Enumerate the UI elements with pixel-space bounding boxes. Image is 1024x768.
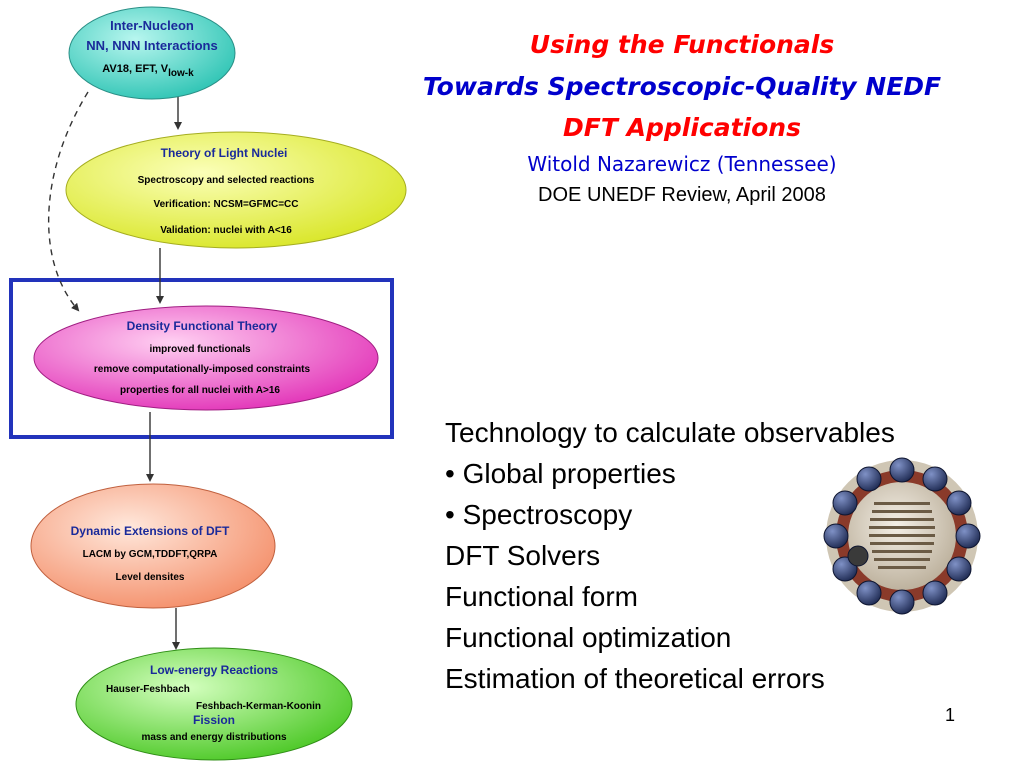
- list-heading: Technology to calculate observables: [445, 417, 895, 448]
- node-title: Dynamic Extensions of DFT: [71, 524, 230, 538]
- list-item: • Spectroscopy: [445, 499, 633, 530]
- node-subtitle: NN, NNN Interactions: [86, 38, 217, 53]
- node-light-nuclei: Theory of Light Nuclei Spectroscopy and …: [65, 131, 407, 249]
- node-line: Verification: NCSM=GFMC=CC: [153, 199, 298, 210]
- list-item: Estimation of theoretical errors: [445, 663, 825, 694]
- node-line: Feshbach-Kerman-Koonin: [196, 701, 321, 712]
- list-item: • Global properties: [445, 458, 676, 489]
- title-line-1: Using the Functionals: [529, 30, 835, 59]
- unedf-collaboration-logo-icon: [823, 457, 981, 615]
- list-item: Functional optimization: [445, 622, 732, 653]
- list-item: Functional form: [445, 581, 638, 612]
- node-title: Low-energy Reactions: [150, 663, 278, 677]
- node-line: Spectroscopy and selected reactions: [138, 175, 315, 186]
- node-fission-label: Fission: [193, 713, 235, 727]
- title-line-3: DFT Applications: [563, 113, 801, 142]
- slide-number: 1: [945, 705, 956, 725]
- node-line: improved functionals: [149, 344, 251, 355]
- node-line: mass and energy distributions: [141, 732, 286, 743]
- observables-list: Technology to calculate observables • Gl…: [445, 412, 895, 699]
- node-detail: AV18, EFT, Vlow-k: [102, 63, 194, 79]
- node-line: LACM by GCM,TDDFT,QRPA: [83, 549, 218, 560]
- dashed-arrow-internucleon-to-dft: [48, 91, 89, 312]
- node-title: Theory of Light Nuclei: [161, 146, 288, 160]
- node-dft: Density Functional Theory improved funct…: [33, 305, 379, 411]
- node-inter-nucleon: Inter-Nucleon NN, NNN Interactions AV18,…: [68, 6, 236, 100]
- author-line: Witold Nazarewicz (Tennessee): [527, 152, 837, 176]
- node-dynamic-extensions: Dynamic Extensions of DFT LACM by GCM,TD…: [30, 483, 276, 609]
- title-line-2: Towards Spectroscopic-Quality NEDF: [422, 72, 942, 101]
- node-line: Level densites: [116, 572, 185, 583]
- node-low-energy-reactions: Low-energy Reactions Hauser-Feshbach Fes…: [75, 647, 353, 761]
- node-title: Inter-Nucleon: [110, 18, 194, 33]
- list-item: DFT Solvers: [445, 540, 601, 571]
- node-title: Density Functional Theory: [127, 319, 278, 333]
- event-line: DOE UNEDF Review, April 2008: [538, 184, 826, 206]
- node-line: Hauser-Feshbach: [106, 684, 190, 695]
- node-detail-sub: low-k: [168, 68, 194, 79]
- node-line: Validation: nuclei with A<16: [160, 225, 292, 236]
- node-detail-main: AV18, EFT, V: [102, 63, 168, 75]
- node-line: remove computationally-imposed constrain…: [94, 364, 311, 375]
- node-line: properties for all nuclei with A>16: [120, 385, 280, 396]
- dft-highlight-frame: [9, 278, 394, 439]
